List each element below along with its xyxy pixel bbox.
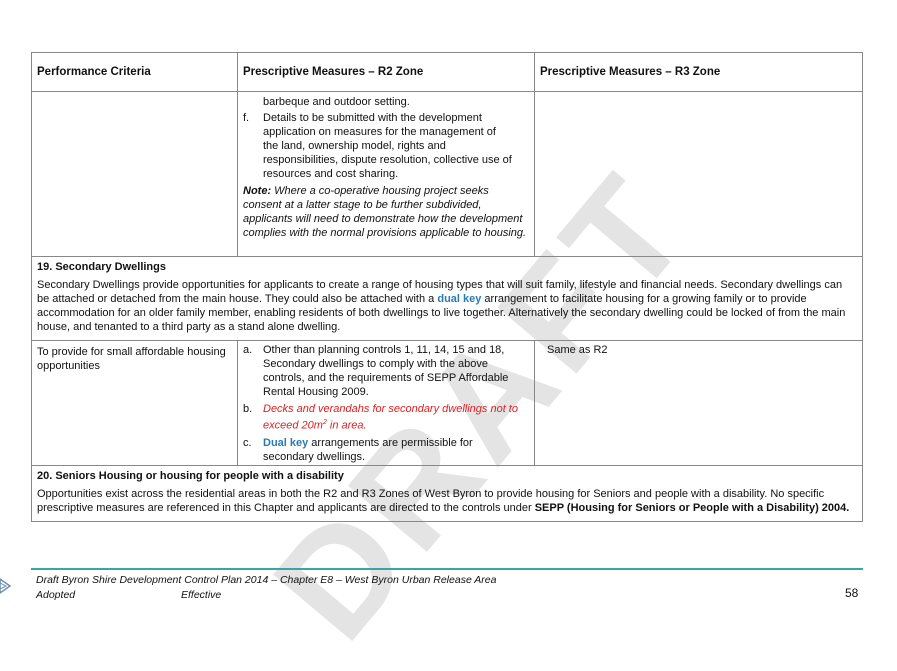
footer-divider (31, 568, 863, 570)
r3-measures-cell: Same as R2 (547, 344, 608, 356)
section-20: 20. Seniors Housing or housing for peopl… (32, 466, 862, 521)
header-performance-criteria: Performance Criteria (32, 53, 238, 91)
criteria-cell: To provide for small affordable housing … (32, 341, 238, 465)
list-item-continued: barbeque and outdoor setting. (263, 96, 410, 108)
table-row: To provide for small affordable housing … (32, 341, 862, 466)
header-r3-zone: Prescriptive Measures – R3 Zone (540, 66, 721, 78)
section-19-title: 19. Secondary Dwellings (37, 261, 166, 273)
list-item-f: f. Details to be submitted with the deve… (243, 111, 529, 181)
list-item-c: c. Dual key arrangements are permissible… (243, 436, 473, 463)
controls-table: Performance Criteria Prescriptive Measur… (31, 52, 863, 522)
section-19: 19. Secondary Dwellings Secondary Dwelli… (32, 257, 862, 341)
section-20-title: 20. Seniors Housing or housing for peopl… (37, 470, 344, 482)
dual-key-link[interactable]: Dual key (263, 436, 309, 449)
section-20-text: Opportunities exist across the residenti… (37, 488, 850, 514)
page-number: 58 (845, 586, 859, 600)
list-label: f. (243, 112, 250, 124)
list-item-b: b. Decks and verandahs for secondary dwe… (243, 403, 518, 432)
council-logo-icon (0, 578, 12, 594)
list-text: Details to be submitted with the develop… (263, 112, 512, 180)
table-row: barbeque and outdoor setting. f. Details… (32, 92, 862, 257)
footer-effective: Effective (181, 589, 222, 601)
r2-continued-cell: barbeque and outdoor setting. f. Details… (238, 92, 535, 256)
note-text: Note: Where a co-operative housing proje… (243, 185, 527, 239)
footer-title: Draft Byron Shire Development Control Pl… (36, 574, 497, 586)
table-header-row: Performance Criteria Prescriptive Measur… (32, 53, 862, 92)
note-label: Note: (243, 185, 272, 197)
list-item-a: a. Other than planning controls 1, 11, 1… (243, 344, 509, 398)
footer-adopted: Adopted (36, 589, 76, 601)
dual-key-link[interactable]: dual key (437, 293, 482, 305)
header-r2-zone: Prescriptive Measures – R2 Zone (238, 53, 535, 91)
r2-measures-cell: a. Other than planning controls 1, 11, 1… (238, 341, 535, 465)
section-19-text: Secondary Dwellings provide opportunitie… (37, 279, 846, 333)
